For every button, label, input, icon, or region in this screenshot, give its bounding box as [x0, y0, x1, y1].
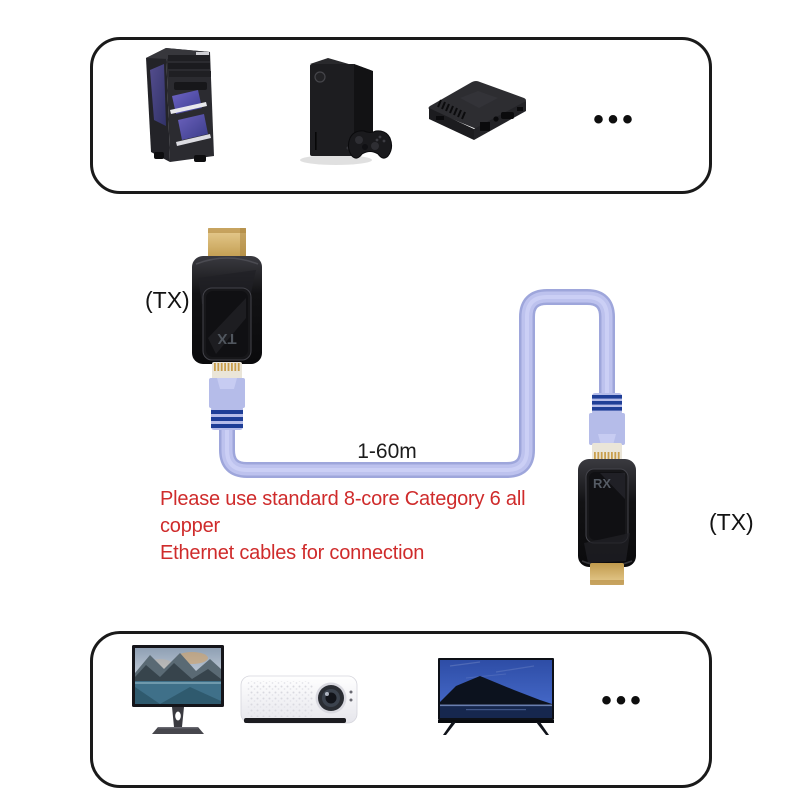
rj45-connector-icon	[209, 362, 245, 430]
projector-icon	[240, 675, 358, 724]
right-unit-label: (TX)	[709, 509, 754, 535]
game-console-icon	[300, 58, 393, 165]
transmitter-unit: TX	[192, 228, 262, 430]
tv-set-top-box-icon	[428, 81, 526, 140]
rx-marking: RX	[593, 476, 611, 491]
rj45-connector-icon	[589, 393, 625, 461]
receiver-unit: RX	[578, 393, 636, 585]
cable-requirement-note: Please use standard 8-core Category 6 al…	[160, 486, 580, 567]
hdmi-plug-icon	[590, 563, 624, 585]
more-sources-ellipsis: •••	[593, 103, 637, 136]
more-displays-ellipsis: •••	[601, 684, 645, 717]
television-icon	[438, 658, 554, 735]
cable-requirement-line2: Ethernet cables for connection	[160, 542, 425, 564]
cable-requirement-line1: Please use standard 8-core Category 6 al…	[160, 488, 526, 537]
hdmi-plug-icon	[208, 228, 246, 260]
desktop-monitor-icon	[132, 645, 224, 734]
cable-length-label: 1-60m	[357, 440, 417, 463]
gaming-pc-tower-icon	[146, 48, 214, 162]
tx-marking: TX	[217, 330, 236, 347]
game-controller-icon	[347, 130, 393, 159]
left-unit-label: (TX)	[145, 287, 190, 313]
